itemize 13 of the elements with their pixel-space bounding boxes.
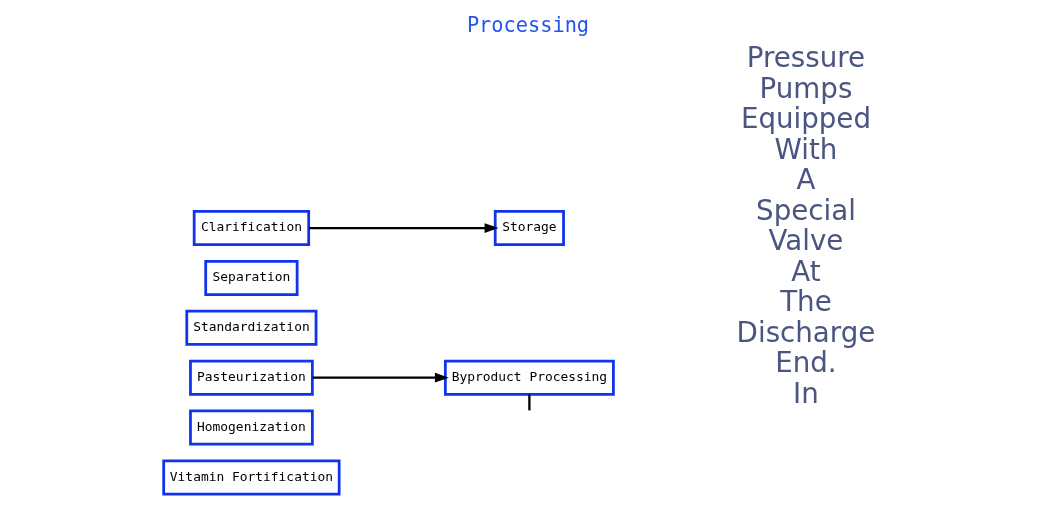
node-box: Storage — [493, 210, 565, 247]
node-box: Homogenization — [188, 409, 314, 446]
connector — [527, 394, 531, 411]
node-box: Byproduct Processing — [443, 359, 615, 396]
node-box: Clarification — [192, 210, 310, 247]
node-box: Pasteurization — [188, 359, 314, 396]
node-box: Standardization — [184, 309, 317, 346]
arrow — [308, 223, 498, 233]
label: Pressure Pumps Equipped With A Special Valve At The Discharge End. In — [736, 41, 875, 410]
node-box: Vitamin Fortification — [161, 459, 341, 496]
diagram-title: Processing — [466, 12, 589, 37]
arrow — [312, 372, 449, 383]
node-box: Separation — [203, 259, 298, 296]
